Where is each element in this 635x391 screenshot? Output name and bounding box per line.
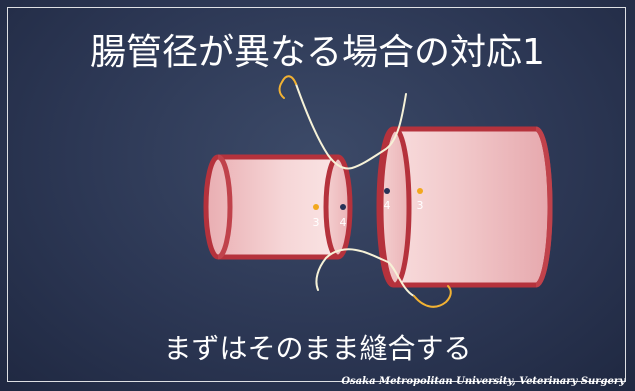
svg-text:3: 3 bbox=[313, 216, 320, 229]
svg-text:3: 3 bbox=[417, 199, 424, 212]
slide-frame bbox=[7, 7, 626, 382]
suture-needle-icon bbox=[278, 75, 297, 99]
marker-left-inner: 4 bbox=[340, 204, 347, 229]
footer-credit: Osaka Metropolitan University, Veterinar… bbox=[341, 376, 625, 387]
right-intestine-segment bbox=[376, 126, 553, 288]
suture-needle-icon bbox=[413, 285, 452, 308]
left-intestine-segment bbox=[203, 154, 353, 260]
slide-title: 腸管径が異なる場合の対応1 bbox=[90, 32, 545, 73]
slide-caption: まずはそのまま縫合する bbox=[163, 332, 472, 365]
suture-threads bbox=[295, 83, 415, 297]
svg-text:4: 4 bbox=[340, 216, 347, 229]
marker-right-outer: 3 bbox=[417, 188, 424, 212]
marker-left-outer: 3 bbox=[313, 204, 320, 229]
svg-text:4: 4 bbox=[384, 199, 391, 212]
right-intestine-lumen bbox=[378, 126, 412, 288]
marker-right-inner: 4 bbox=[384, 188, 391, 212]
left-intestine-lumen bbox=[323, 154, 353, 260]
